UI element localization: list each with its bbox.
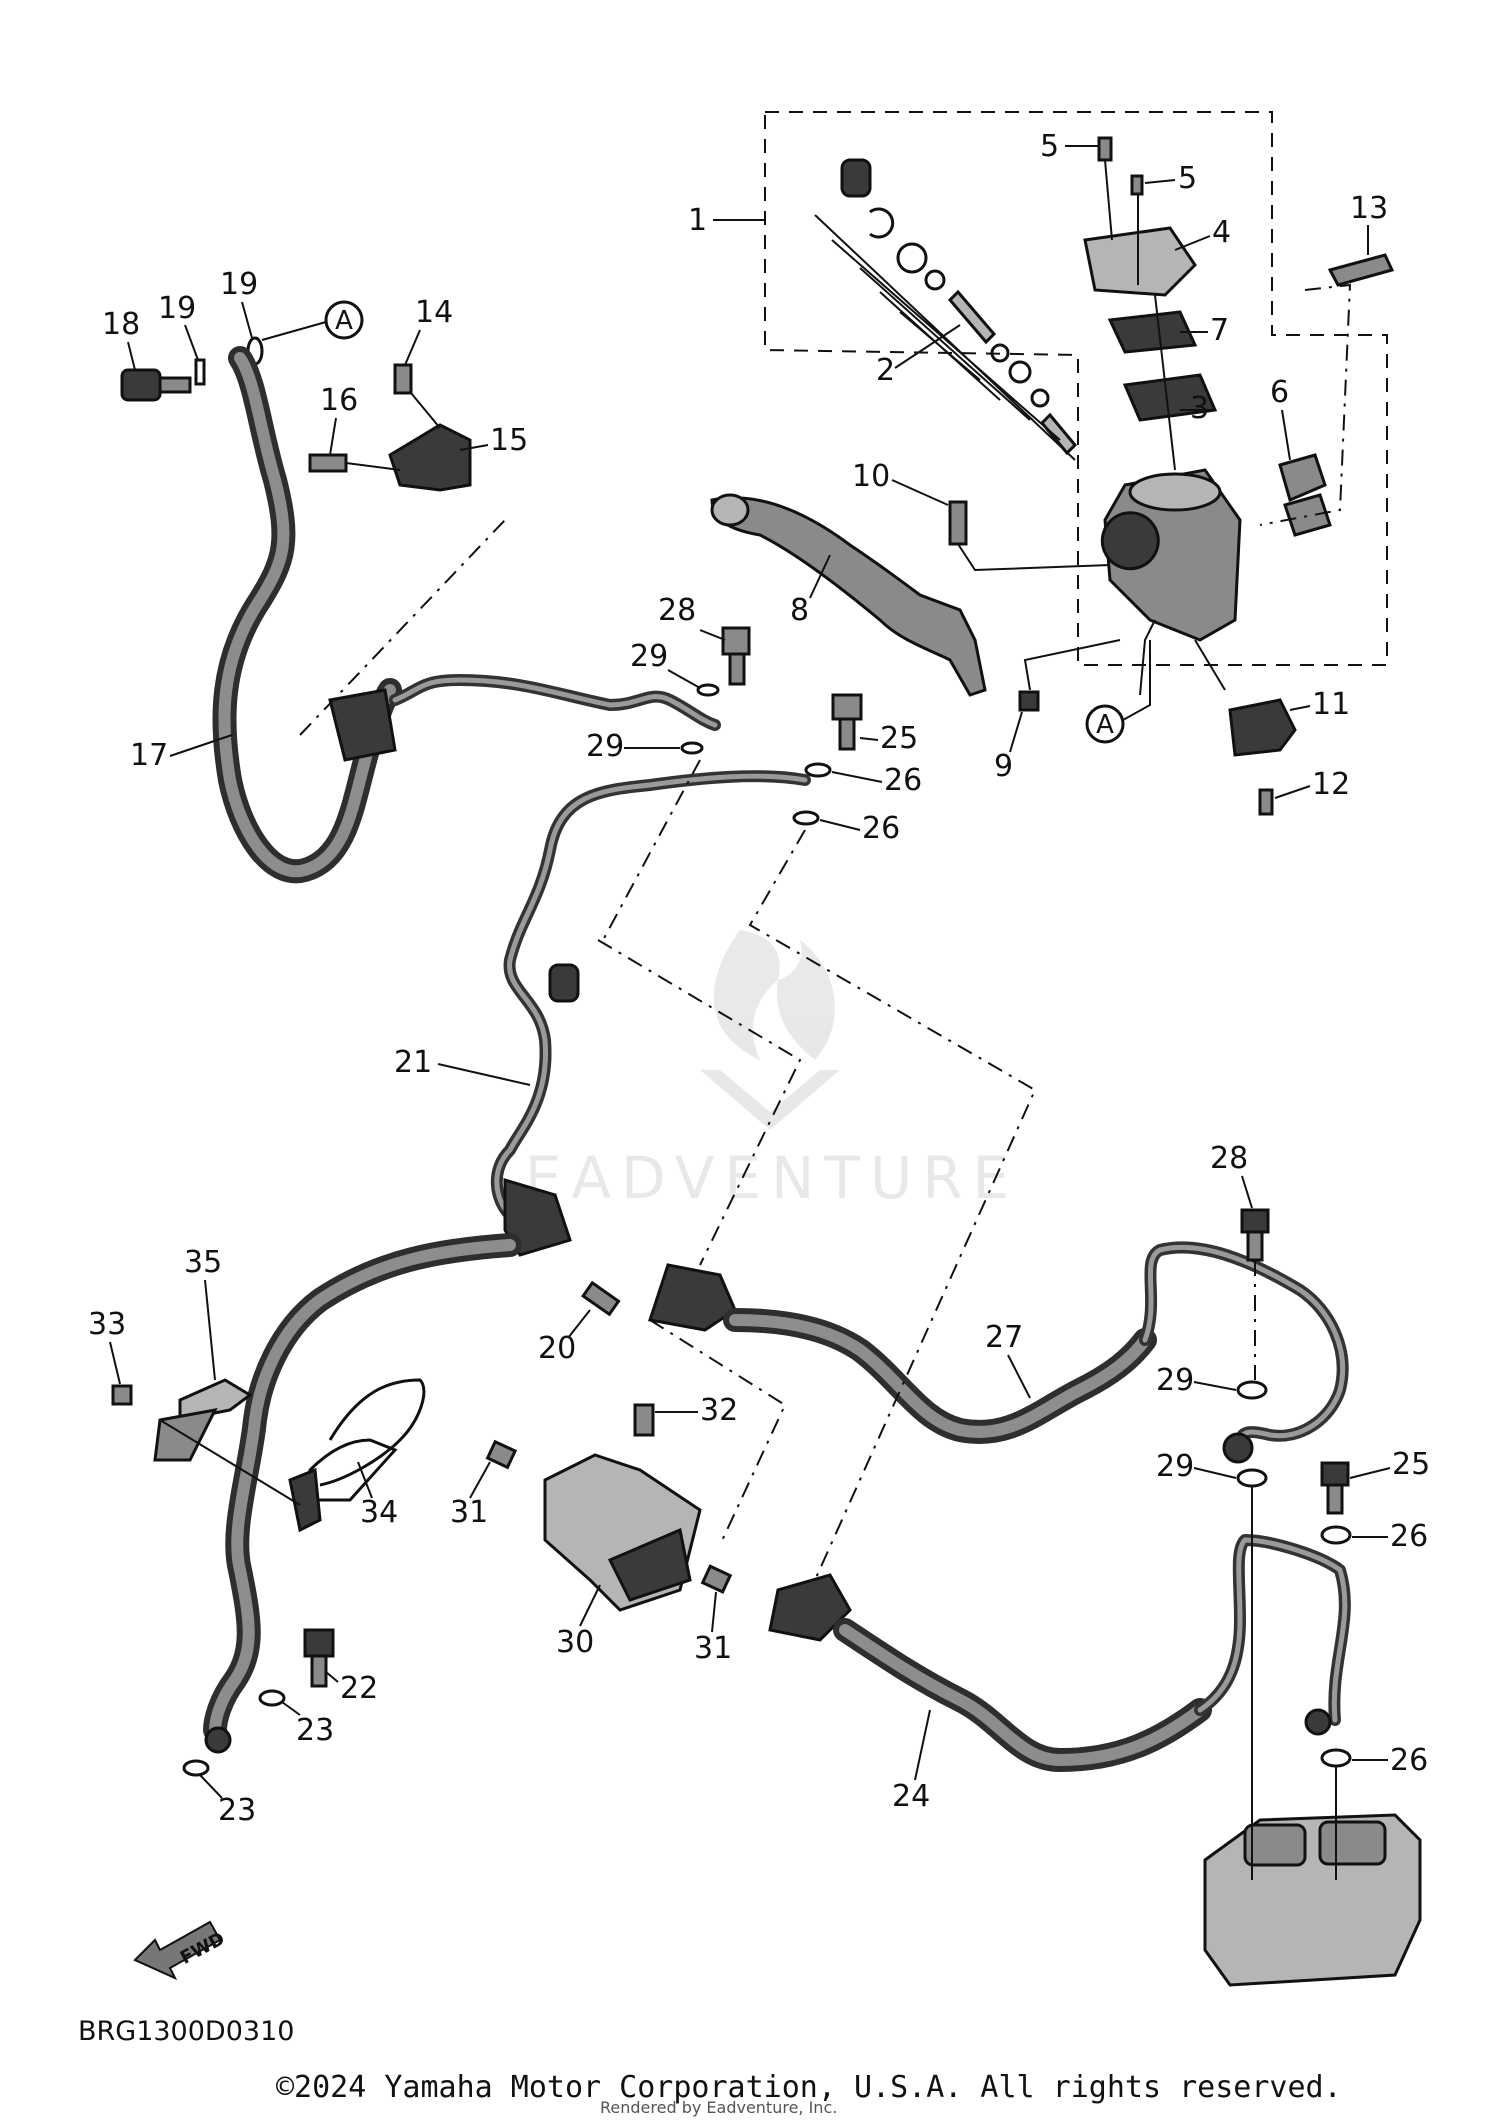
callout-28b: 28 — [1210, 1141, 1248, 1176]
diagram-code: BRG1300D0310 — [78, 2016, 295, 2047]
callout-22: 22 — [340, 1671, 378, 1706]
fwd-arrow: FWD — [133, 1920, 228, 1981]
callout-25a: 25 — [880, 721, 918, 756]
callout-23b: 23 — [218, 1793, 256, 1828]
callouts: 1 2 3 4 5 5 6 7 8 9 10 11 12 13 14 15 16… — [88, 129, 1430, 1828]
callout-5a: 5 — [1040, 129, 1059, 164]
callout-35: 35 — [184, 1245, 222, 1280]
callout-10: 10 — [852, 459, 890, 494]
abs-bracket — [485, 1403, 733, 1612]
callout-5b: 5 — [1178, 161, 1197, 196]
callout-26c: 26 — [1390, 1519, 1428, 1554]
brake-hose-lower-left — [203, 1233, 522, 1754]
callout-29b: 29 — [586, 729, 624, 764]
callout-33: 33 — [88, 1307, 126, 1342]
callout-13: 13 — [1350, 191, 1388, 226]
callout-18: 18 — [102, 307, 140, 342]
callout-29d: 29 — [1156, 1449, 1194, 1484]
callout-29c: 29 — [1156, 1363, 1194, 1398]
callout-26d: 26 — [1390, 1743, 1428, 1778]
callout-29a: 29 — [630, 639, 668, 674]
callout-19b: 19 — [220, 267, 258, 302]
render-credit: Rendered by Eadventure, Inc. — [600, 2098, 838, 2117]
master-cylinder-kit — [814, 158, 1078, 461]
brake-lever — [710, 493, 987, 697]
copyright-notice: ©2024 Yamaha Motor Corporation, U.S.A. A… — [276, 2070, 1342, 2105]
callout-3: 3 — [1190, 391, 1209, 426]
watermark-logo: EADVENTURE — [525, 930, 1020, 1212]
connection-marker-a-lower: A — [1085, 640, 1151, 744]
callout-21: 21 — [394, 1045, 432, 1080]
callout-6: 6 — [1270, 375, 1289, 410]
callout-16: 16 — [320, 383, 358, 418]
callout-14: 14 — [415, 295, 453, 330]
hose-clamp-left — [120, 336, 472, 492]
callout-25b: 25 — [1392, 1447, 1430, 1482]
handlebar-clamp — [1259, 253, 1395, 537]
callout-28a: 28 — [658, 593, 696, 628]
callout-23a: 23 — [296, 1713, 334, 1748]
reservoir-cap — [1083, 136, 1218, 471]
watermark-text: EADVENTURE — [525, 1144, 1020, 1212]
callout-8: 8 — [790, 593, 809, 628]
callout-4: 4 — [1212, 215, 1231, 250]
brake-hose-27 — [648, 1241, 1349, 1464]
callout-31b: 31 — [694, 1631, 732, 1666]
connection-marker-a-upper: A — [261, 300, 364, 341]
callout-34: 34 — [360, 1495, 398, 1530]
callout-19a: 19 — [158, 291, 196, 326]
callout-7: 7 — [1210, 313, 1229, 348]
callout-1: 1 — [688, 203, 707, 238]
brake-hose-17 — [212, 346, 721, 884]
callout-9: 9 — [994, 749, 1013, 784]
hose-guide-clamps — [111, 1378, 426, 1533]
svg-text:A: A — [1096, 710, 1114, 740]
master-cylinder-body — [1100, 468, 1242, 642]
callout-26a: 26 — [884, 763, 922, 798]
brake-pipe-21 — [490, 770, 811, 1257]
callout-24: 24 — [892, 1779, 930, 1814]
callout-26b: 26 — [862, 811, 900, 846]
callout-32: 32 — [700, 1393, 738, 1428]
callout-15: 15 — [490, 423, 528, 458]
callout-12: 12 — [1312, 767, 1350, 802]
brake-hose-24 — [768, 1534, 1351, 1772]
abs-hydraulic-unit — [1203, 1486, 1422, 1987]
callout-2: 2 — [876, 353, 895, 388]
callout-27: 27 — [985, 1320, 1023, 1355]
callout-17: 17 — [130, 738, 168, 773]
svg-text:A: A — [335, 306, 353, 336]
callout-30: 30 — [556, 1625, 594, 1660]
callout-11: 11 — [1312, 687, 1350, 722]
callout-31a: 31 — [450, 1495, 488, 1530]
assembly-frame — [764, 111, 1388, 666]
